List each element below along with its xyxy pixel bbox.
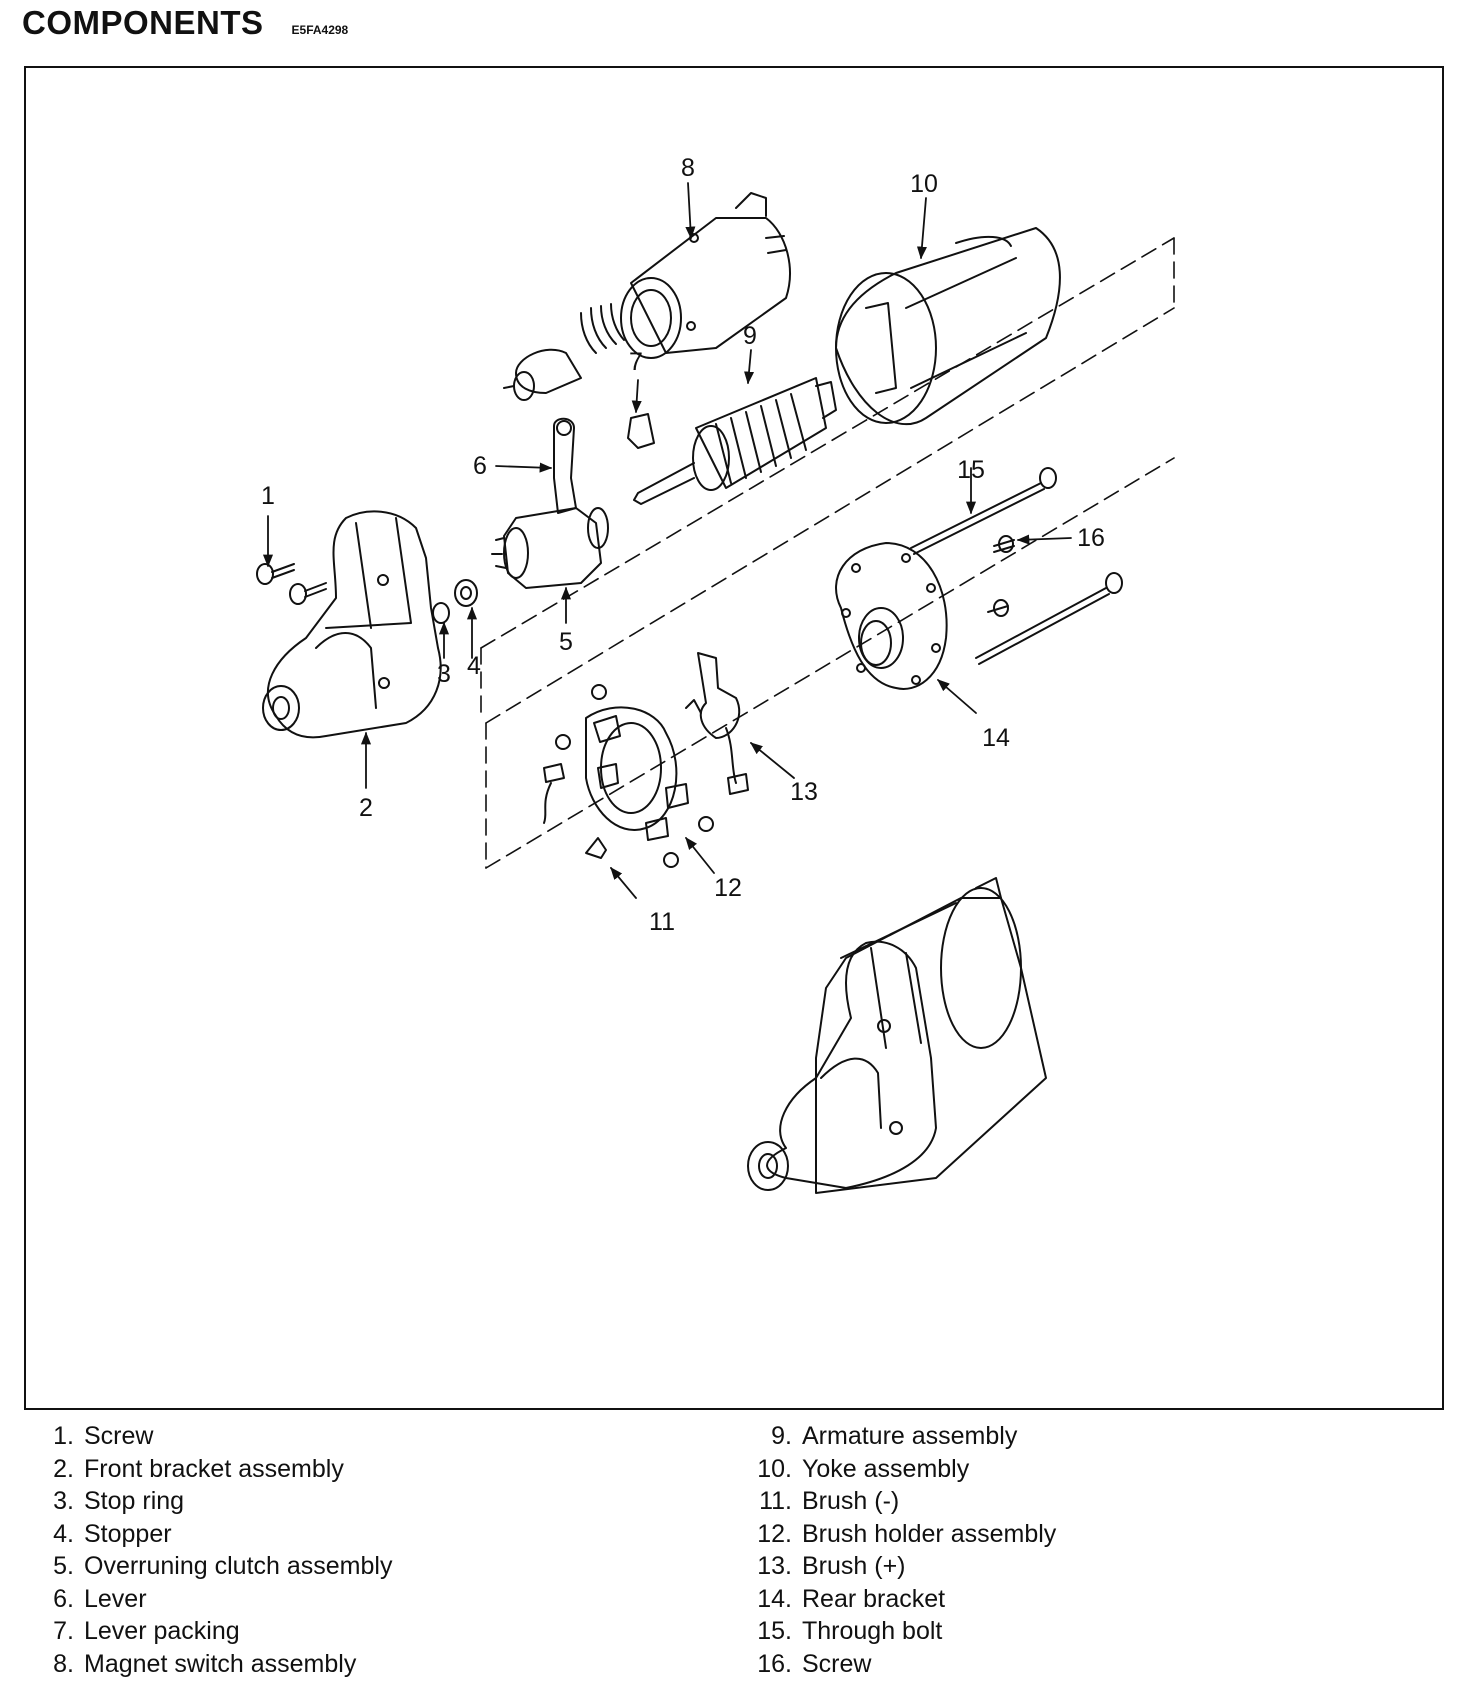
brush-minus-part [543, 763, 607, 859]
assembled-starter-motor [747, 877, 1047, 1194]
legend-label: Brush holder assembly [802, 1519, 1057, 1548]
legend-number: 9. [771, 1422, 792, 1450]
legend-item: 7. Lever packing [36, 1615, 392, 1648]
legend-item: 13. Brush (+) [740, 1550, 1056, 1583]
legend-item: 9. Armature assembly [740, 1420, 1056, 1453]
legend-number: 5. [53, 1552, 74, 1580]
callout-13: 13 [790, 778, 818, 806]
legend-item: 16. Screw [740, 1648, 1056, 1681]
diagram-frame: 1 2 3 4 5 6 7 8 9 10 11 12 13 14 15 16 [24, 66, 1444, 1410]
legend-label: Brush (+) [802, 1552, 906, 1580]
legend-item: 14. Rear bracket [740, 1583, 1056, 1616]
page-header: COMPONENTS E5FA4298 [22, 4, 348, 42]
callout-9: 9 [743, 322, 757, 350]
callout-6: 6 [473, 452, 487, 480]
brush-holder-part [555, 684, 714, 868]
legend-label: Stopper [84, 1519, 172, 1548]
legend-label: Yoke assembly [802, 1454, 970, 1483]
legend-number: 11. [759, 1487, 792, 1515]
legend-number: 16. [757, 1649, 792, 1678]
legend-label: Screw [84, 1422, 154, 1450]
stopper-part [454, 579, 478, 607]
callout-7: 7 [629, 348, 643, 376]
legend-item: 8. Magnet switch assembly [36, 1648, 392, 1681]
legend-label: Stop ring [84, 1487, 185, 1515]
rear-bracket-part [835, 542, 948, 690]
legend-label: Brush (-) [802, 1487, 900, 1515]
legend-item: 3. Stop ring [36, 1485, 392, 1518]
armature-part [633, 377, 837, 505]
callout-15: 15 [957, 456, 985, 484]
legend-number: 1. [53, 1422, 74, 1450]
callout-14: 14 [982, 724, 1010, 752]
legend-label: Lever packing [84, 1617, 240, 1645]
legend-number: 10. [757, 1454, 792, 1483]
callout-8: 8 [681, 154, 695, 182]
screw-16-part [987, 535, 1015, 617]
legend-label: Armature assembly [802, 1422, 1018, 1450]
legend-item: 5. Overruning clutch assembly [36, 1550, 392, 1583]
overrunning-clutch-part [491, 507, 609, 589]
callout-4: 4 [467, 652, 481, 680]
legend-number: 4. [53, 1519, 74, 1548]
legend-label: Rear bracket [802, 1584, 946, 1613]
legend-number: 14. [757, 1584, 792, 1613]
callout-11: 11 [649, 908, 675, 936]
legend-right-column: 9. Armature assembly 10. Yoke assembly 11.… [740, 1420, 1056, 1680]
yoke-part [835, 227, 1061, 426]
legend-number: 3. [53, 1487, 74, 1515]
legend-item: 10. Yoke assembly [740, 1453, 1056, 1486]
legend-item: 2. Front bracket assembly [36, 1453, 392, 1486]
callout-3: 3 [437, 660, 451, 688]
screw-part [256, 563, 327, 605]
legend-number: 15. [757, 1617, 792, 1645]
assembly-guide-lines [480, 237, 1175, 869]
legend-label: Screw [802, 1649, 872, 1678]
legend-label: Lever [84, 1584, 147, 1613]
legend-number: 12. [757, 1519, 792, 1548]
legend-item: 6. Lever [36, 1583, 392, 1616]
callout-1: 1 [261, 482, 275, 510]
legend-number: 7. [53, 1617, 74, 1645]
legend-number: 6. [53, 1584, 74, 1613]
legend-item: 15. Through bolt [740, 1615, 1056, 1648]
callout-5: 5 [559, 628, 573, 656]
lever-packing-part [627, 413, 655, 449]
callout-2: 2 [359, 794, 373, 822]
legend-label: Overruning clutch assembly [84, 1552, 393, 1580]
callout-16: 16 [1077, 524, 1105, 552]
exploded-view-diagram: 1 2 3 4 5 6 7 8 9 10 11 12 13 14 15 16 [256, 154, 1175, 1194]
legend-number: 8. [53, 1649, 74, 1678]
legend-label: Magnet switch assembly [84, 1649, 357, 1678]
legend-label: Front bracket assembly [84, 1454, 344, 1483]
legend-item: 12. Brush holder assembly [740, 1518, 1056, 1551]
magnet-switch-part [503, 192, 791, 401]
stop-ring-part [432, 602, 450, 624]
callout-labels: 1 2 3 4 5 6 7 8 9 10 11 12 13 14 15 16 [261, 154, 1105, 936]
through-bolt-part [910, 467, 1123, 665]
legend-item: 11. Brush (-) [740, 1485, 1056, 1518]
legend-number: 2. [53, 1454, 74, 1483]
callout-arrows [262, 182, 1072, 899]
legend-label: Through bolt [802, 1617, 943, 1645]
document-code: E5FA4298 [291, 23, 349, 37]
callout-12: 12 [714, 874, 742, 902]
callout-10: 10 [910, 170, 938, 198]
brush-plus-part [685, 652, 749, 795]
legend-item: 1. Screw [36, 1420, 392, 1453]
page-title: COMPONENTS [22, 4, 264, 41]
legend-left-column: 1. Screw 2. Front bracket assembly 3. Stop … [36, 1420, 392, 1680]
legend-item: 4. Stopper [36, 1518, 392, 1551]
lever-part [553, 417, 577, 514]
front-bracket-part [262, 510, 442, 739]
legend-number: 13. [757, 1552, 792, 1580]
